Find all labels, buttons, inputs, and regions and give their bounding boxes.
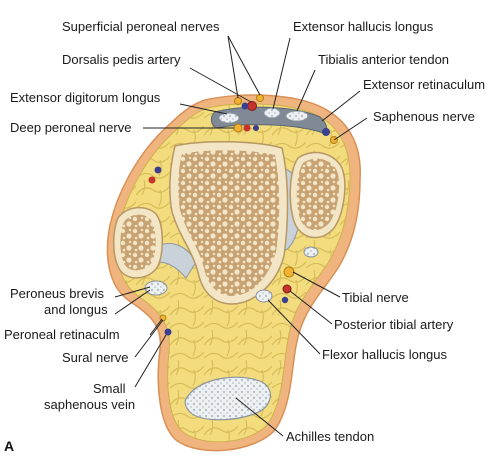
label-extensor-retinaculum: Extensor retinaculum (363, 77, 486, 92)
tibialis-posterior-tendon-shape (303, 246, 319, 258)
dorsalis-pedis-vein-shape (241, 102, 249, 110)
label-tibialis-anterior-tendon: Tibialis anterior tendon (318, 52, 450, 67)
label-deep-peroneal-nerve: Deep peroneal nerve (10, 120, 132, 135)
superficial-peroneal-nerve-1 (234, 97, 242, 105)
saphenous-vein-shape (322, 128, 330, 136)
tibialis-anterior-tendon-shape (285, 110, 309, 122)
tibial-nerve-shape (283, 266, 295, 278)
lateral-vessel-red (148, 176, 156, 184)
label-peroneal-retinaculum: Peroneal retinaculm (4, 327, 120, 342)
extensor-hallucis-tendon (263, 107, 281, 119)
leader-lines (114, 35, 368, 437)
label-tibial-nerve: Tibial nerve (342, 290, 409, 305)
label-extensor-hallucis-longus: Extensor hallucis longus (293, 19, 434, 34)
superficial-peroneal-nerve-2 (256, 94, 264, 102)
posterior-tibial-vein-shape (281, 296, 289, 304)
label-small-saphenous-line2: saphenous vein (44, 397, 136, 412)
label-flexor-hallucis-longus: Flexor hallucis longus (322, 347, 448, 362)
lateral-vessel-blue (154, 166, 162, 174)
fibula-marrow (120, 214, 156, 271)
label-achilles-tendon: Achilles tendon (286, 429, 375, 444)
extensor-digitorum-tendon (218, 112, 240, 124)
tibia-marrow (296, 158, 340, 231)
label-peroneus-brevis-line2: and longus (44, 302, 108, 317)
label-saphenous-nerve: Saphenous nerve (373, 109, 475, 124)
deep-peroneal-vessel-red (243, 124, 251, 132)
deep-peroneal-vessel-blue (253, 125, 259, 131)
small-saphenous-vein-shape (164, 328, 172, 336)
label-peroneus-brevis-line1: Peroneus brevis (10, 286, 104, 301)
posterior-tibial-artery-shape (282, 284, 292, 294)
ligament-fibres-left (157, 243, 197, 279)
flexor-hallucis-tendon-shape (255, 289, 273, 303)
deep-peroneal-nerve-shape (233, 123, 243, 133)
dorsalis-pedis-artery-shape (247, 101, 257, 111)
talus-marrow (178, 150, 280, 296)
label-superficial-peroneal-nerves: Superficial peroneal nerves (62, 19, 220, 34)
label-sural-nerve: Sural nerve (62, 350, 129, 365)
label-small-saphenous-line1: Small (93, 381, 126, 396)
label-extensor-digitorum-longus: Extensor digitorum longus (10, 90, 161, 105)
label-posterior-tibial-artery: Posterior tibial artery (334, 317, 454, 332)
label-dorsalis-pedis-artery: Dorsalis pedis artery (62, 52, 181, 67)
panel-letter: A (4, 438, 15, 454)
